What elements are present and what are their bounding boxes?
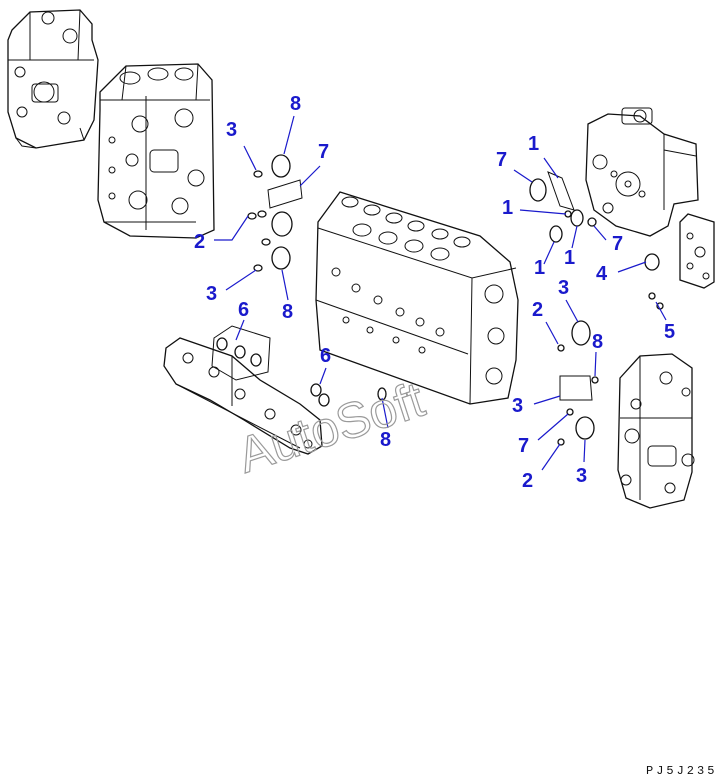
- callout-c1c: 7: [612, 233, 623, 255]
- callout-c7b: 7: [496, 149, 507, 171]
- manifold-block: [163, 337, 323, 455]
- right-end-section-block: [617, 353, 695, 509]
- callout-c3a: 3: [226, 119, 237, 141]
- callout-c1a: 1: [528, 133, 539, 155]
- main-valve-body: [315, 191, 519, 405]
- callout-c1b: 1: [502, 197, 513, 219]
- left-end-section-block: [7, 9, 99, 149]
- callout-c7c: 1: [564, 247, 575, 269]
- callout-c8c: 3: [558, 277, 569, 299]
- callout-c3c: 2: [532, 299, 543, 321]
- callout-c4a: 1: [534, 257, 545, 279]
- callout-c7a: 7: [318, 141, 329, 163]
- callout-labels: 3 8 7 2 3 8 6 6 1 7 1 1 7 1 4 5 2 3 8 3 …: [194, 93, 675, 492]
- callout-c3d: 8: [592, 331, 603, 353]
- callout-c8a: 8: [290, 93, 301, 115]
- callout-c2a: 2: [194, 231, 205, 253]
- callout-c7d: 3: [512, 395, 523, 417]
- drawing-code: PJ5J235: [646, 764, 717, 778]
- callout-c8d: 3: [576, 465, 587, 487]
- callout-c8b: 8: [282, 301, 293, 323]
- callout-c6b: 6: [320, 345, 331, 367]
- leader-lines: [214, 115, 667, 471]
- callout-c1e: 8: [380, 429, 391, 451]
- cover-plate: [679, 213, 715, 289]
- callout-c5a: 4: [596, 263, 608, 285]
- inlet-section-block: [585, 107, 699, 237]
- left-mid-section-block: [97, 63, 215, 239]
- callout-c3e: 2: [522, 470, 533, 492]
- seal-parts: [211, 154, 664, 446]
- callout-c6a: 6: [238, 299, 249, 321]
- callout-c2b: 5: [664, 321, 675, 343]
- callout-c2c: 7: [518, 435, 529, 457]
- callout-c3b: 3: [206, 283, 217, 305]
